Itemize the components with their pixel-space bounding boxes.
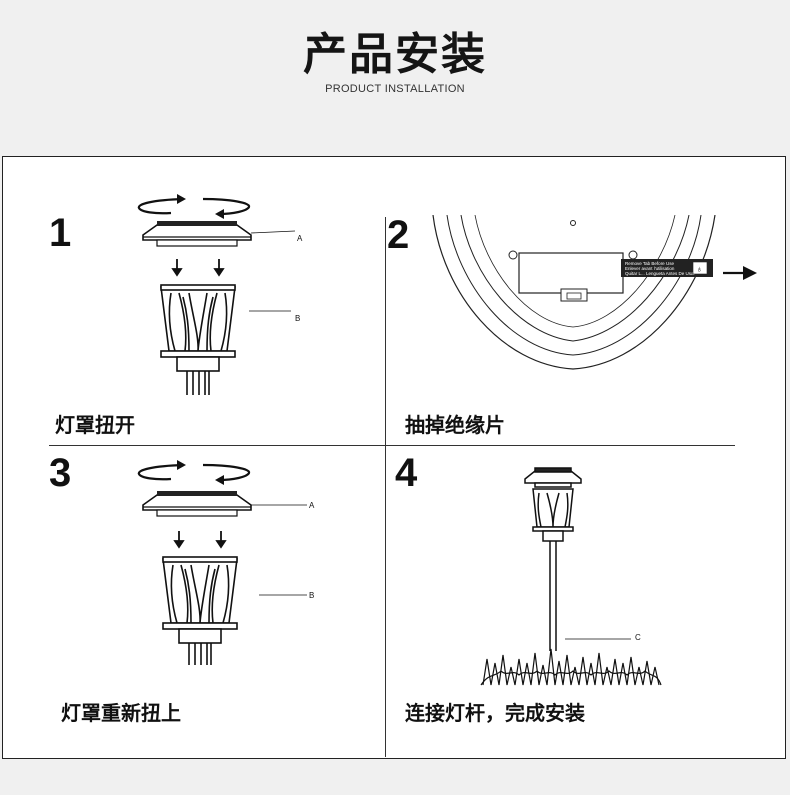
- down-arrows-icon: [173, 531, 227, 549]
- down-arrows-icon: [171, 259, 225, 277]
- step-1-caption: 灯罩扭开: [55, 413, 135, 437]
- page-subtitle: PRODUCT INSTALLATION: [325, 83, 465, 95]
- rotate-arrows-icon: [137, 197, 251, 216]
- step-4-caption: 连接灯杆，完成安装: [405, 701, 585, 725]
- step-3-label-b: B: [309, 591, 315, 600]
- grass: [480, 648, 662, 686]
- step-1-label-b: B: [295, 314, 301, 323]
- tab-text-line-1: Remove Tab Before Use: [625, 261, 674, 266]
- svg-text:♁: ♁: [696, 264, 703, 274]
- step-3-label-a: A: [309, 501, 315, 510]
- lamp-body-b: [162, 556, 238, 665]
- pull-arrow-icon: [723, 266, 757, 280]
- horizontal-divider: [49, 445, 735, 446]
- step-1-label-a: A: [297, 234, 303, 243]
- vertical-divider: [385, 217, 386, 757]
- step-3-caption: 灯罩重新扭上: [61, 701, 181, 725]
- step-1-number: 1: [49, 211, 72, 255]
- instruction-panel: 1 A B 灯: [2, 156, 786, 759]
- step-4-number: 4: [395, 451, 418, 495]
- step-2-number: 2: [387, 213, 410, 257]
- step-2-illustration: Remove Tab Before Use Enlever avant l'ut…: [432, 215, 757, 370]
- step-3-illustration: [137, 460, 307, 665]
- tab-text-line-2: Enlever avant l'utilisation: [625, 266, 675, 271]
- step-1-illustration: [137, 194, 296, 395]
- lid-a: [142, 494, 252, 511]
- step-3-number: 3: [49, 451, 72, 495]
- lamp-body-b: [160, 284, 236, 395]
- page-title: 产品安装: [303, 29, 487, 80]
- step-2-caption: 抽掉绝缘片: [405, 413, 505, 437]
- tab-text-line-3: Quitar L... Lengueta Antes De Usar: [625, 271, 696, 276]
- lid-a: [142, 224, 252, 241]
- step-4-illustration: [480, 467, 662, 686]
- insulating-tab: Remove Tab Before Use Enlever avant l'ut…: [621, 259, 713, 277]
- rotate-arrows-icon: [137, 463, 251, 482]
- step-4-label-c: C: [635, 633, 641, 642]
